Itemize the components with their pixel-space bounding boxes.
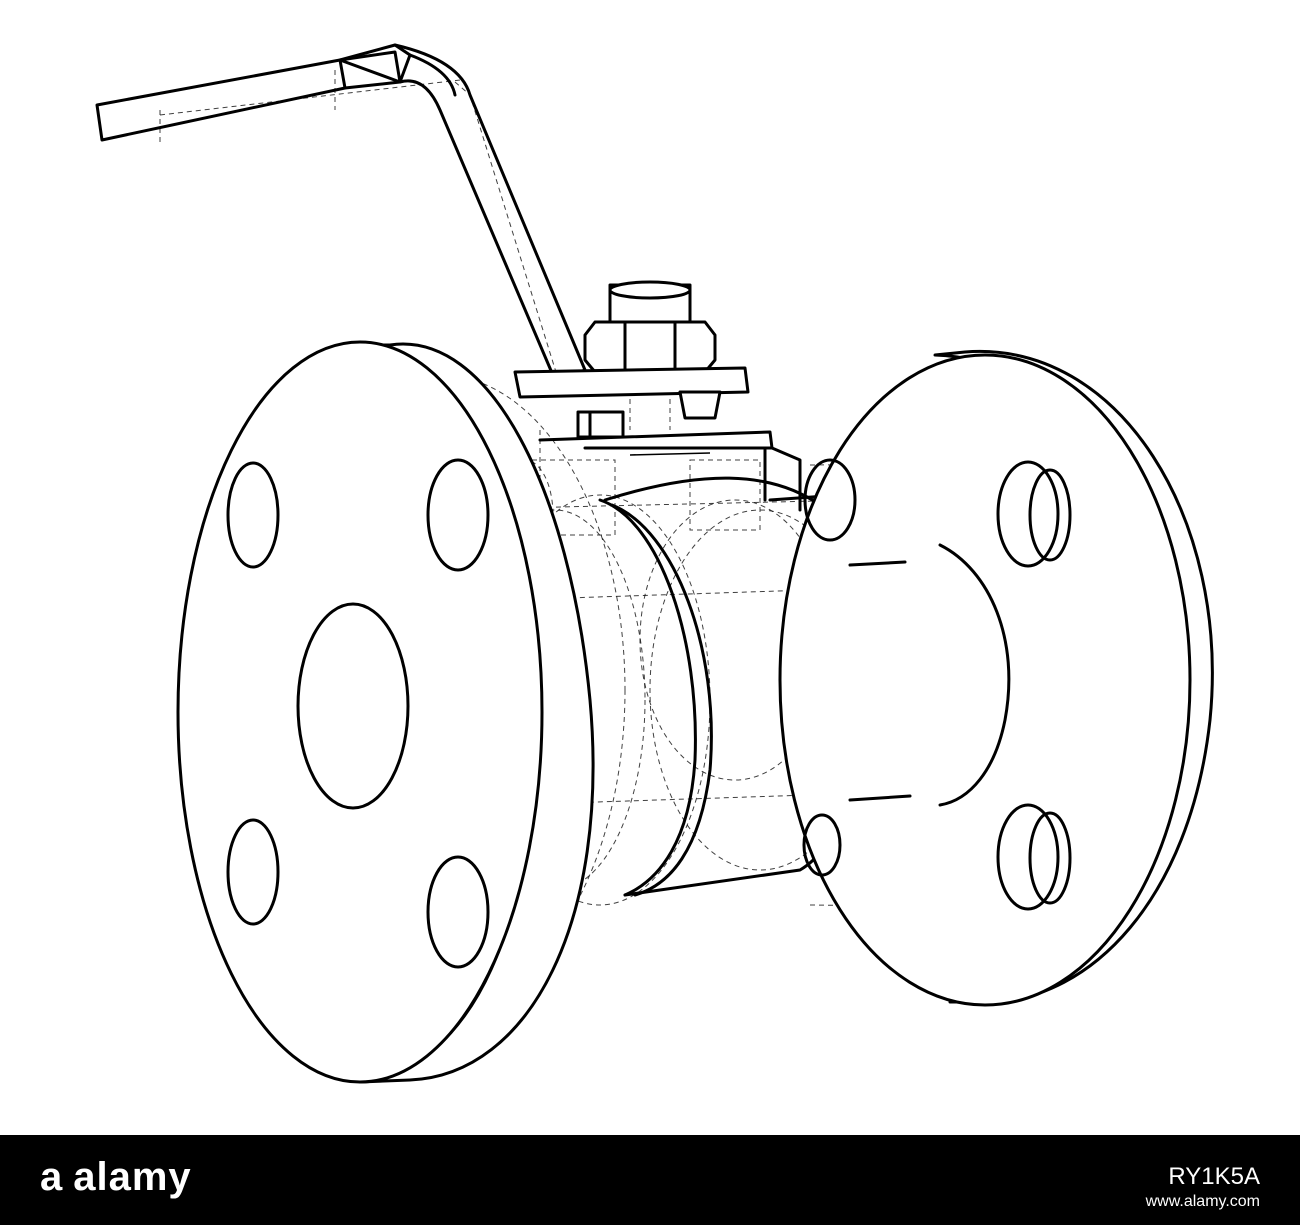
bolt-hole	[226, 818, 280, 926]
bolt-hole	[426, 458, 490, 572]
image-id: RY1K5A	[1168, 1163, 1260, 1190]
bolt-hole	[426, 855, 490, 969]
handle-lever	[95, 43, 587, 382]
valve-drawing	[95, 43, 1214, 1084]
visible-lines	[95, 43, 1214, 1084]
alamy-logo-icon: a	[40, 1155, 64, 1199]
left-flange	[176, 340, 595, 1084]
alamy-url: www.alamy.com	[1145, 1193, 1260, 1210]
bolt-hole	[996, 460, 1060, 568]
valve-body-top	[538, 430, 802, 512]
right-flange	[778, 349, 1214, 1007]
bolt-hole	[996, 803, 1060, 911]
alamy-logo-text: alamy	[73, 1155, 192, 1199]
bolt-hole	[226, 461, 280, 569]
ball-valve-wireframe	[95, 43, 1214, 1084]
stem-nut	[513, 280, 750, 439]
